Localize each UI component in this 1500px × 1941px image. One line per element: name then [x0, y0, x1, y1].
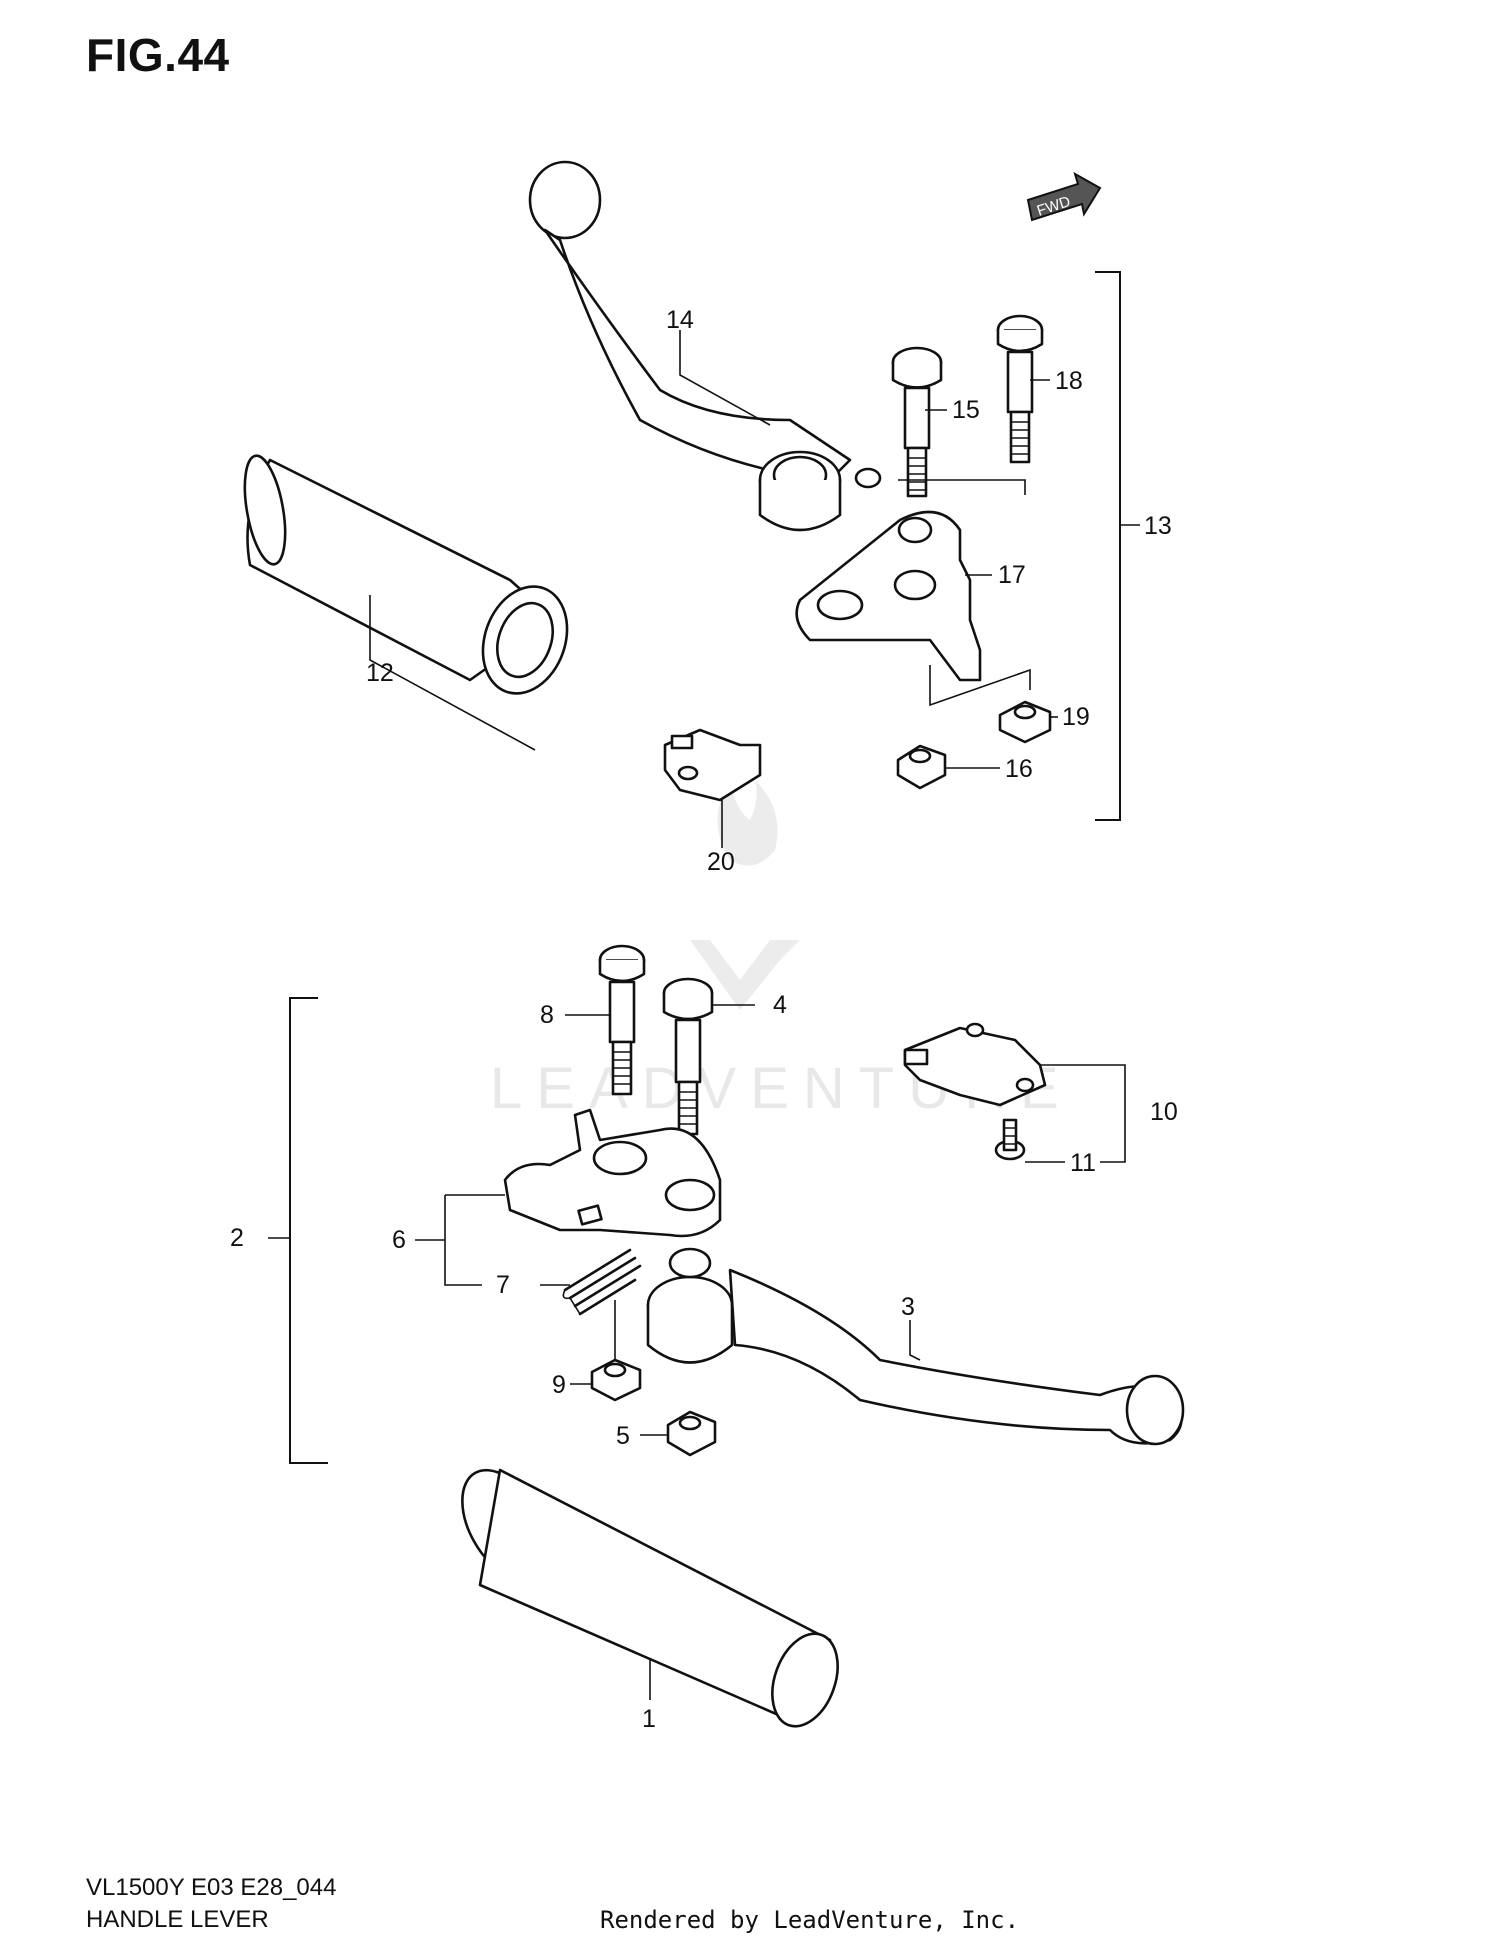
callout-19: 19: [1062, 703, 1090, 731]
callout-10: 10: [1150, 1098, 1178, 1126]
nut-9-part: [590, 1358, 642, 1402]
screw-11-part: [994, 1118, 1026, 1161]
spring-7-part: [562, 1248, 642, 1316]
nut-16-part: [896, 744, 947, 790]
callout-12: 12: [366, 659, 394, 687]
grip-lower-part: [461, 1468, 839, 1728]
callout-labels: 12 14 15 18 13 17 19 16 20 8 4 10 11 2 6…: [230, 306, 1178, 1733]
callout-3: 3: [901, 1293, 915, 1321]
figure-title: FIG.44: [86, 29, 230, 81]
callout-9: 9: [552, 1371, 566, 1399]
callout-20: 20: [707, 848, 735, 876]
lever-upper-part: [528, 160, 882, 532]
lever-lower-part: [646, 1247, 1185, 1446]
callout-13: 13: [1144, 512, 1172, 540]
bolt-8-part: [598, 944, 646, 1096]
callout-4: 4: [773, 991, 787, 1019]
callout-15: 15: [952, 396, 980, 424]
grip-upper-part: [243, 454, 569, 695]
callout-18: 18: [1055, 367, 1083, 395]
bolt-4-part: [662, 977, 714, 1136]
group-bracket-13: [1095, 271, 1121, 821]
callout-5: 5: [616, 1422, 630, 1450]
callout-1: 1: [642, 1705, 656, 1733]
fwd-arrow-icon: FWD: [1026, 171, 1102, 222]
callout-2: 2: [230, 1224, 244, 1252]
callout-16: 16: [1005, 755, 1033, 783]
nut-5-part: [666, 1410, 717, 1457]
bracket-6-part: [503, 1108, 722, 1238]
callout-7: 7: [496, 1271, 510, 1299]
leader-lines: [369, 330, 1126, 1700]
callout-8: 8: [540, 1001, 554, 1029]
group-bracket-2: [289, 997, 328, 1464]
switch-10-part: [903, 1022, 1047, 1107]
callout-14: 14: [666, 306, 694, 334]
bolt-15-part: [891, 346, 943, 498]
nut-19-part: [998, 700, 1052, 744]
model-code: VL1500Y E03 E28_044: [86, 1874, 337, 1901]
rendered-by: Rendered by LeadVenture, Inc.: [600, 1906, 1020, 1934]
bolt-18-part: [996, 314, 1044, 464]
callout-11: 11: [1070, 1149, 1096, 1177]
callout-6: 6: [392, 1226, 406, 1254]
section-name: HANDLE LEVER: [86, 1906, 269, 1933]
callout-17: 17: [998, 561, 1026, 589]
switch-20-part: [663, 728, 762, 802]
bracket-17-part: [795, 479, 1026, 682]
